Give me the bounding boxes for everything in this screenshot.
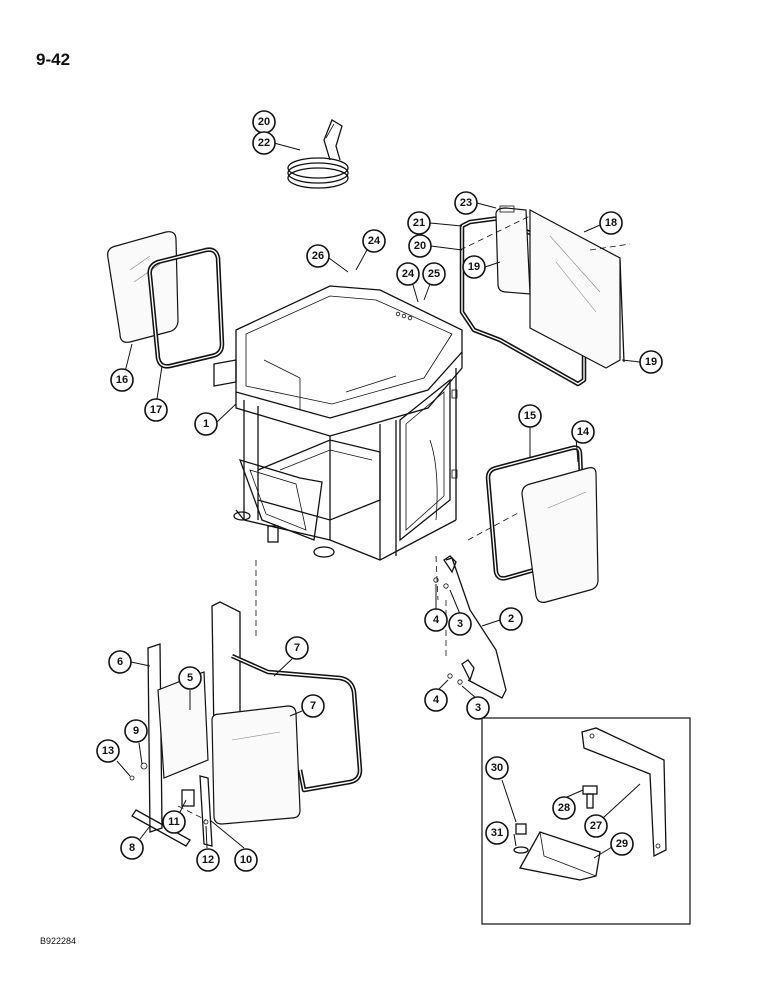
door-panel [529, 209, 621, 369]
page-number: 9-42 [36, 50, 71, 69]
svg-text:18: 18 [605, 217, 617, 229]
svg-text:17: 17 [150, 404, 162, 416]
rear-window-glass [521, 467, 599, 603]
svg-text:13: 13 [102, 745, 114, 757]
svg-text:3: 3 [475, 702, 481, 714]
inset-bolt-washer [513, 823, 529, 854]
inset-bolt [582, 785, 598, 809]
seal-roll [287, 119, 349, 189]
callout-31: 31 [485, 821, 509, 845]
svg-text:9: 9 [133, 725, 139, 737]
svg-text:24: 24 [402, 268, 415, 280]
svg-text:28: 28 [558, 802, 570, 814]
callout-18: 18 [599, 211, 623, 235]
assembly-lines [177, 215, 631, 821]
svg-text:3: 3 [457, 618, 463, 630]
svg-text:20: 20 [414, 240, 426, 252]
svg-text:6: 6 [117, 656, 123, 668]
svg-text:19: 19 [468, 261, 480, 273]
callout-19-edge: 19 [639, 350, 663, 374]
svg-text:7: 7 [310, 700, 316, 712]
svg-text:4: 4 [433, 614, 440, 626]
callout-14: 14 [571, 420, 595, 444]
callout-26: 26 [306, 244, 330, 268]
svg-text:27: 27 [590, 820, 602, 832]
callout-16: 16 [110, 368, 134, 392]
callout-13: 13 [96, 739, 120, 763]
figure-code: B922284 [40, 936, 77, 946]
callout-3-upper: 3 [448, 612, 472, 636]
callout-29: 29 [610, 832, 634, 856]
callout-28: 28 [552, 796, 576, 820]
callout-27: 27 [584, 814, 608, 838]
front-window-frame [147, 601, 241, 833]
callout-30: 30 [485, 756, 509, 780]
callout-17: 17 [144, 398, 168, 422]
callout-6: 6 [108, 650, 132, 674]
callout-2: 2 [499, 607, 523, 631]
door-glass-edge [619, 259, 625, 363]
callout-8: 8 [120, 836, 144, 860]
callout-11: 11 [162, 810, 186, 834]
left-window-seal [147, 247, 225, 369]
left-window-glass [107, 231, 179, 343]
callout-24-side: 24 [396, 262, 420, 286]
callout-7-seal: 7 [285, 636, 309, 660]
svg-text:1: 1 [203, 418, 209, 430]
svg-text:5: 5 [187, 672, 193, 684]
svg-text:4: 4 [433, 694, 440, 706]
svg-text:15: 15 [524, 410, 536, 422]
leader-lines [116, 142, 641, 859]
svg-text:21: 21 [413, 217, 425, 229]
callout-10: 10 [234, 848, 258, 872]
callout-3-lower: 3 [466, 696, 490, 720]
inset-angle-bracket [518, 831, 601, 881]
callout-12: 12 [196, 848, 220, 872]
svg-text:26: 26 [312, 250, 324, 262]
inset-bracket [581, 727, 667, 858]
svg-text:11: 11 [168, 816, 180, 828]
svg-text:7: 7 [294, 642, 300, 654]
svg-text:29: 29 [616, 838, 628, 850]
svg-text:22: 22 [258, 137, 270, 149]
svg-text:19: 19 [645, 356, 657, 368]
callout-15: 15 [518, 404, 542, 428]
svg-text:2: 2 [508, 613, 514, 625]
callout-4-lower: 4 [424, 688, 448, 712]
cab-frame [213, 285, 463, 561]
svg-text:23: 23 [460, 197, 472, 209]
callout-23: 23 [454, 191, 478, 215]
door-glass [495, 205, 531, 295]
inset-box [481, 717, 691, 925]
callout-1: 1 [194, 412, 218, 436]
callout-20-door: 20 [408, 234, 432, 258]
svg-text:12: 12 [202, 854, 214, 866]
callout-7-glass: 7 [301, 694, 325, 718]
svg-text:20: 20 [258, 116, 270, 128]
svg-text:10: 10 [240, 854, 252, 866]
door-stay [433, 555, 507, 699]
callout-5: 5 [178, 666, 202, 690]
callout-22: 22 [252, 131, 276, 155]
callout-4-upper: 4 [424, 608, 448, 632]
front-window-seal [231, 653, 363, 793]
svg-text:14: 14 [577, 426, 590, 438]
svg-text:8: 8 [129, 842, 135, 854]
callout-21: 21 [407, 211, 431, 235]
callout-20-top: 20 [252, 110, 276, 134]
svg-text:31: 31 [491, 827, 503, 839]
door-seal [459, 215, 587, 387]
callout-24-roof: 24 [362, 229, 386, 253]
callout-9: 9 [124, 719, 148, 743]
svg-text:30: 30 [491, 762, 503, 774]
svg-text:16: 16 [116, 374, 128, 386]
callout-19-glass: 19 [462, 255, 486, 279]
front-window-glass [211, 705, 301, 825]
callout-25: 25 [422, 262, 446, 286]
svg-text:25: 25 [428, 268, 440, 280]
svg-text:24: 24 [368, 235, 381, 247]
